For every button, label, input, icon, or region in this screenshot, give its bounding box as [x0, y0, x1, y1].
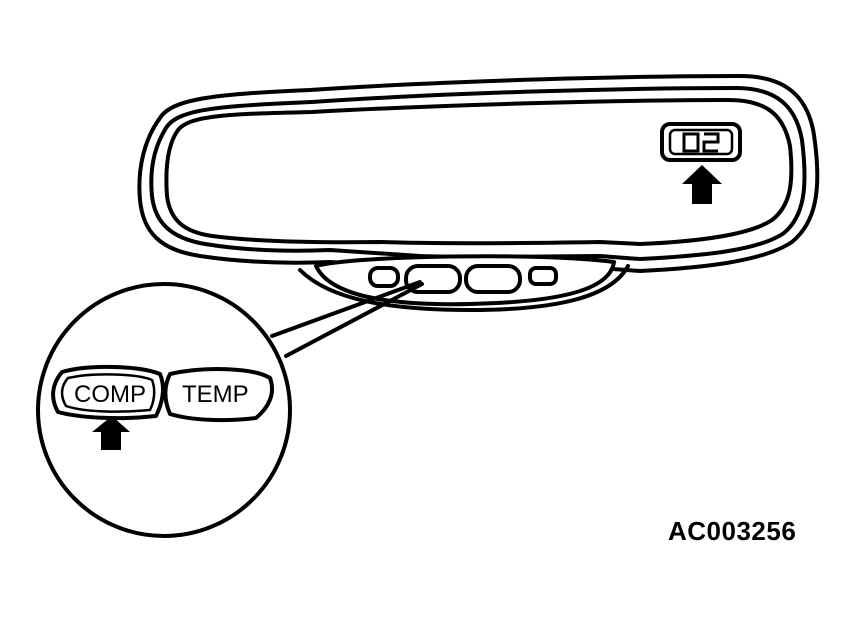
comp-button-outer[interactable]: [51, 364, 165, 421]
display-digit-0: [682, 132, 700, 153]
display-digit-2: [702, 132, 720, 153]
pod-button-left[interactable]: [368, 266, 400, 288]
callout-leader-top: [270, 280, 422, 338]
mirror-housing-rim: [149, 86, 807, 261]
comp-button-label: COMP: [74, 381, 146, 408]
pod-button-right[interactable]: [528, 266, 558, 286]
temp-button-label: TEMP: [182, 381, 249, 408]
callout-leader-bottom: [284, 282, 424, 358]
display-frame: [660, 122, 742, 162]
figure-code: AC003256: [668, 516, 797, 546]
control-pod-base: [298, 264, 630, 312]
pod-button-temp[interactable]: [464, 264, 522, 294]
temp-button-outer[interactable]: [163, 367, 275, 423]
arrow-up-comp-icon: [92, 416, 130, 450]
magnified-callout: [36, 282, 292, 538]
display-window: [668, 128, 734, 156]
comp-button-inner: [60, 373, 156, 413]
mirror-glass: [164, 98, 794, 246]
arrow-up-display-icon: [682, 165, 722, 204]
mirror-housing-outer: [137, 74, 820, 273]
